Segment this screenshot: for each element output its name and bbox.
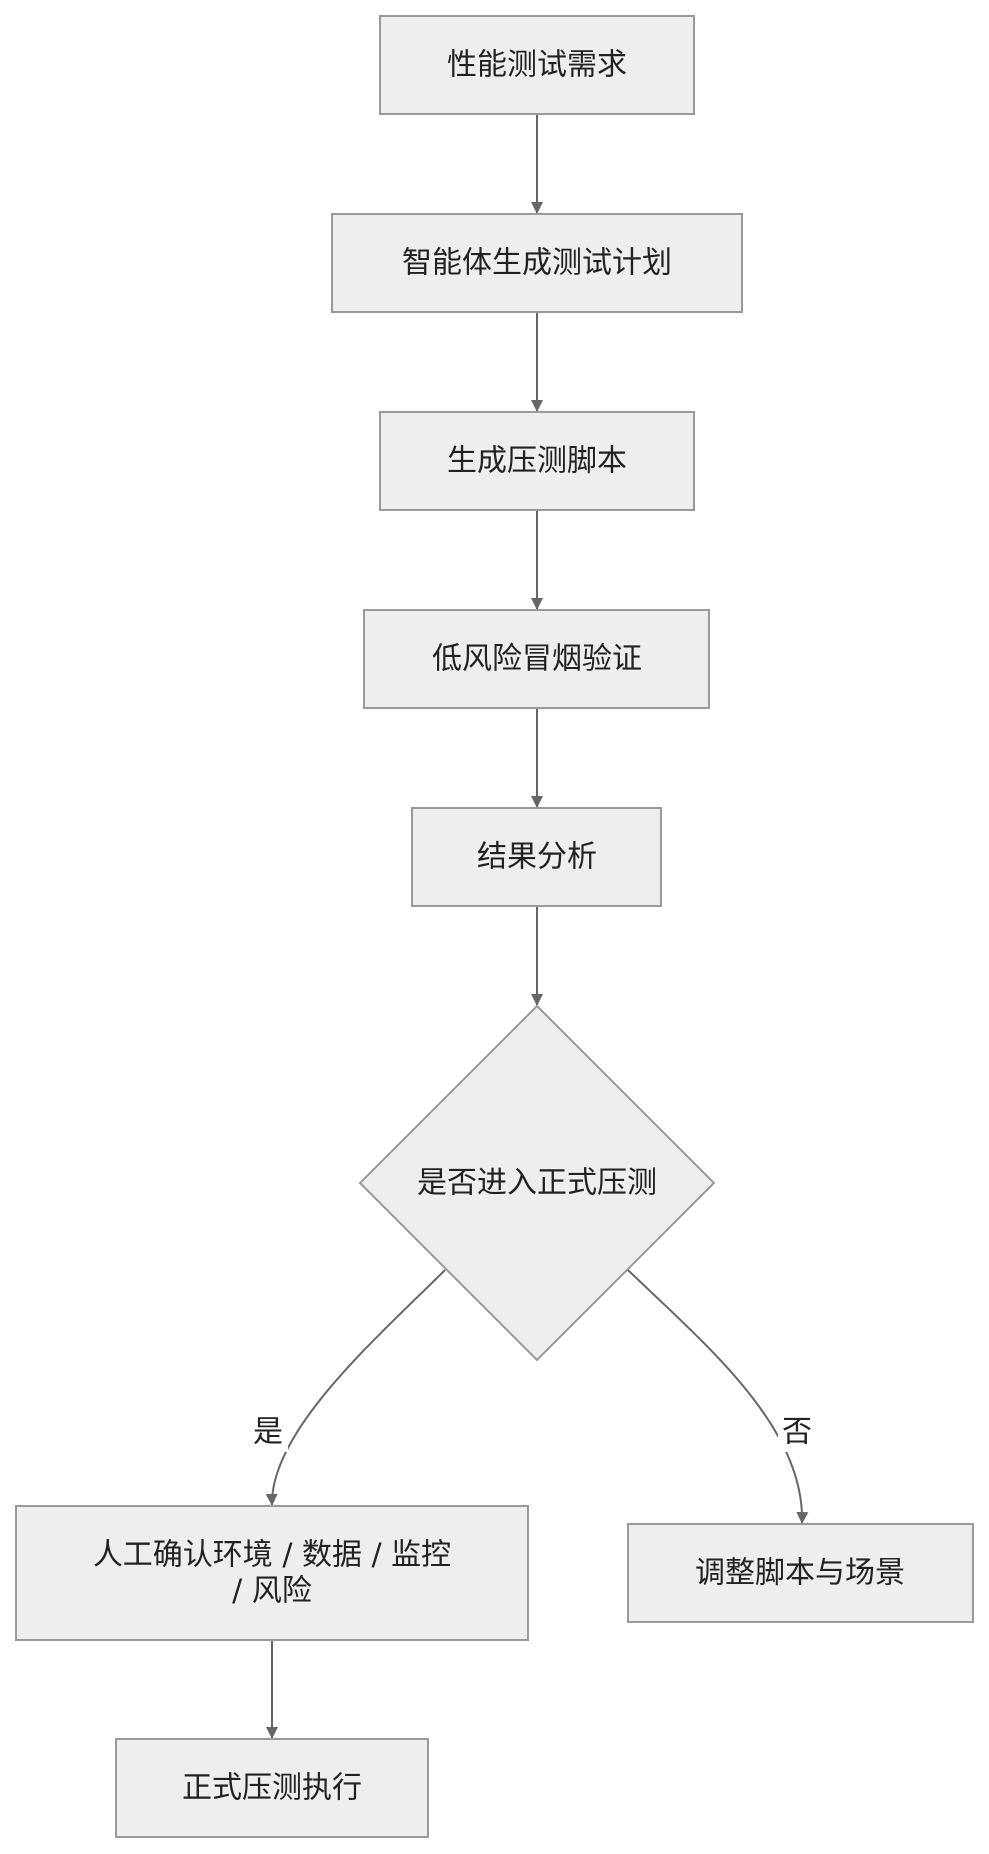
node-confirm: 人工确认环境 / 数据 / 监控 / 风险: [15, 1505, 529, 1641]
node-plan: 智能体生成测试计划: [331, 213, 743, 313]
node-confirm-label-line2: / 风险: [232, 1574, 312, 1609]
edge-label-yes-text: 是: [253, 1415, 283, 1450]
node-script-label: 生成压测脚本: [447, 444, 627, 479]
node-execute: 正式压测执行: [115, 1738, 429, 1838]
node-execute-label: 正式压测执行: [182, 1771, 362, 1806]
node-requirement-label: 性能测试需求: [447, 48, 627, 83]
edge-label-yes: 是: [250, 1412, 288, 1452]
node-analysis-label: 结果分析: [477, 840, 597, 875]
node-adjust-label: 调整脚本与场景: [695, 1556, 905, 1591]
node-smoke-label: 低风险冒烟验证: [432, 642, 642, 677]
node-requirement: 性能测试需求: [379, 15, 695, 115]
edge-label-no-text: 否: [782, 1415, 812, 1450]
node-decision-label: 是否进入正式压测: [417, 1166, 657, 1201]
edge-decision-no: [627, 1269, 809, 1524]
node-smoke: 低风险冒烟验证: [363, 609, 710, 709]
edge-label-no: 否: [778, 1412, 816, 1452]
node-plan-label: 智能体生成测试计划: [402, 246, 672, 281]
node-confirm-label-line1: 人工确认环境 / 数据 / 监控: [93, 1538, 451, 1573]
edge-decision-yes: [265, 1269, 446, 1506]
node-decision: 是否进入正式压测: [358, 1004, 716, 1362]
node-script: 生成压测脚本: [379, 411, 695, 511]
node-adjust: 调整脚本与场景: [627, 1523, 974, 1623]
node-analysis: 结果分析: [411, 807, 662, 907]
